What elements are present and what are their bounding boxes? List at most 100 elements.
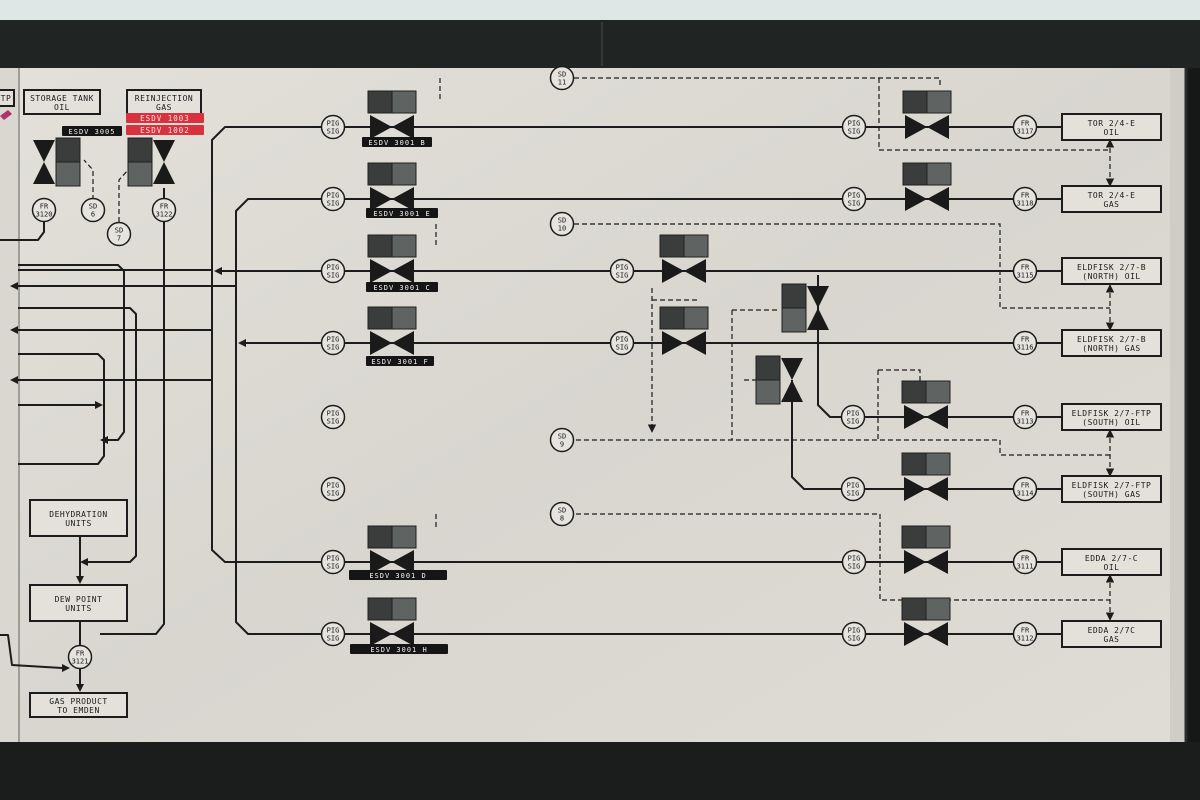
instrument-label: SD: [558, 433, 566, 441]
instrument-label: PIG: [327, 336, 340, 344]
pipe: [0, 634, 63, 669]
instrument-label: SIG: [616, 272, 629, 280]
instrument-label: PIG: [327, 627, 340, 635]
instruments: PIGSIGPIGSIGFR3117PIGSIGPIGSIGFR3118PIGS…: [31, 65, 1038, 670]
instrument-label: PIG: [327, 120, 340, 128]
valve: [659, 306, 709, 355]
instrument-label: 3112: [1017, 635, 1034, 643]
flow-arrow: [238, 339, 246, 347]
tag-esdv-3001-h: ESDV 3001 H: [350, 644, 448, 654]
instrument-label: PIG: [327, 192, 340, 200]
box-label: TOR 2/4-E: [1088, 191, 1136, 200]
pipe: [100, 222, 165, 635]
flow-arrow: [80, 558, 88, 566]
signal-line: [878, 369, 921, 385]
instrument-label: 3113: [1017, 418, 1034, 426]
valve: [33, 137, 81, 187]
box-label: TOR 2/4-E: [1088, 119, 1136, 128]
instrument-label: FR: [1021, 336, 1030, 344]
instrument-label: 3117: [1017, 128, 1034, 136]
instrument-label: 3118: [1017, 200, 1034, 208]
tp-box: TP: [0, 89, 15, 120]
instrument-label: FR: [1021, 410, 1030, 418]
flow-arrow: [10, 282, 18, 290]
valve: [127, 137, 175, 187]
box-label: DEHYDRATION: [49, 510, 107, 519]
tag-label: ESDV 1002: [140, 126, 190, 135]
instrument-label: 8: [560, 515, 564, 523]
pipe: [0, 218, 45, 241]
instrument-label: 11: [558, 79, 566, 87]
box-label: ELDFISK 2/7-B: [1077, 335, 1146, 344]
signal-line: [118, 169, 129, 222]
instrument-label: 9: [560, 441, 564, 449]
valve: [901, 380, 951, 429]
instrument-label: 3120: [36, 211, 53, 219]
box-label: GAS: [156, 103, 172, 112]
signal-line: [83, 159, 94, 200]
instrument-label: SIG: [327, 635, 340, 643]
instrument-label: FR: [1021, 192, 1030, 200]
box-label: ELDFISK 2/7-B: [1077, 263, 1146, 272]
box-label: TO EMDEN: [57, 706, 100, 715]
signal-line: [574, 223, 1110, 309]
instrument-label: PIG: [327, 482, 340, 490]
instrument-label: SIG: [848, 128, 861, 136]
valve: [901, 597, 951, 646]
flow-arrow: [76, 576, 84, 584]
flow-arrow: [10, 376, 18, 384]
valve: [902, 162, 952, 211]
instrument-label: FR: [1021, 264, 1030, 272]
flow-arrow: [214, 267, 222, 275]
instrument-sd-6: SD6: [80, 197, 106, 223]
valve: [367, 90, 417, 139]
signal-line: [574, 77, 941, 88]
pipe: [211, 126, 1062, 563]
instrument-label: FR: [1021, 555, 1030, 563]
instrument-label: 3115: [1017, 272, 1034, 280]
instrument-label: SIG: [616, 344, 629, 352]
instrument-label: SD: [558, 217, 566, 225]
instrument-label: SD: [115, 227, 123, 235]
instrument-label: PIG: [616, 264, 629, 272]
destination-eldfisk-south-gas: ELDFISK 2/7-FTP(SOUTH) GAS: [1061, 475, 1162, 503]
instrument-label: SD: [89, 203, 97, 211]
box-label: GAS PRODUCT: [49, 697, 107, 706]
instrument-label: SIG: [327, 563, 340, 571]
signal-line: [576, 513, 1110, 601]
instrument-label: PIG: [848, 192, 861, 200]
instrument-sd-8: SD8: [549, 501, 575, 527]
instrument-label: PIG: [848, 627, 861, 635]
box-label: GAS: [1104, 635, 1120, 644]
instrument-label: 10: [558, 225, 566, 233]
tp-label: TP: [1, 94, 12, 103]
instrument-label: SIG: [327, 128, 340, 136]
instrument-label: FR: [76, 650, 85, 658]
tag-esdv-3005: ESDV 3005: [62, 126, 122, 136]
instrument-label: SIG: [327, 272, 340, 280]
box-label: UNITS: [65, 604, 92, 613]
valve: [901, 452, 951, 501]
box-label: ELDFISK 2/7-FTP: [1072, 481, 1152, 490]
valve: [367, 162, 417, 211]
wall-strip: [0, 0, 1200, 20]
